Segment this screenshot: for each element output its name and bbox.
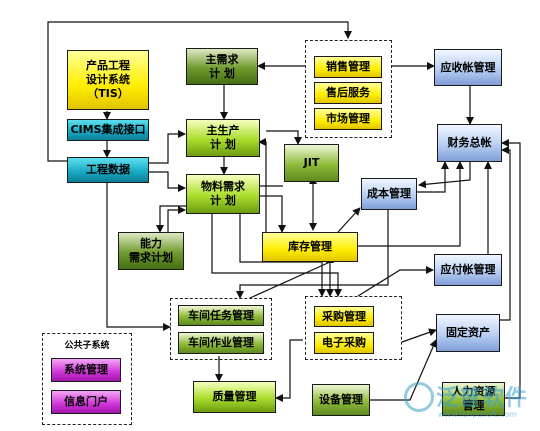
jit-node[interactable]: JIT: [284, 144, 339, 182]
master-demand-plan-node[interactable]: 主需求 计 划: [186, 48, 258, 85]
payable-node[interactable]: 应付帐管理: [434, 254, 502, 286]
market-node[interactable]: 市场管理: [314, 108, 382, 130]
workshop-task-node[interactable]: 车间任务管理: [178, 305, 264, 326]
equipment-node[interactable]: 设备管理: [312, 384, 370, 416]
watermark-logo: 泛普软件 www.fanpusoft.com: [404, 378, 534, 428]
cost-node[interactable]: 成本管理: [361, 178, 417, 210]
workshop-operation-node[interactable]: 车间作业管理: [178, 332, 264, 354]
quality-node[interactable]: 质量管理: [193, 381, 276, 413]
workshop-group: [170, 298, 272, 360]
fixed-assets-node[interactable]: 固定资产: [436, 314, 500, 352]
engineering-data-node[interactable]: 工程数据: [67, 157, 149, 183]
public-subsystem-title: 公共子系统: [64, 341, 110, 351]
purchase-group: [305, 296, 402, 360]
hr-node[interactable]: 人力资源 管理: [442, 382, 505, 416]
watermark-text: 泛普软件: [436, 386, 529, 411]
inventory-node[interactable]: 库存管理: [262, 232, 358, 262]
master-production-plan-node[interactable]: 主生产 计 划: [186, 119, 260, 157]
after-sales-node[interactable]: 售后服务: [314, 82, 382, 104]
logo-circle-icon: [404, 382, 434, 412]
watermark-url: www.fanpusoft.com: [438, 410, 517, 419]
product-design-node[interactable]: 产品工程 设计系统 （TIS）: [67, 50, 149, 110]
sales-node[interactable]: 销售管理: [314, 56, 382, 78]
e-purchase-node[interactable]: 电子采购: [314, 332, 374, 354]
sales-group: [305, 40, 392, 138]
public-subsystem-group: [42, 333, 132, 425]
cims-node[interactable]: CIMS集成接口: [67, 119, 149, 141]
general-ledger-node[interactable]: 财务总帐: [437, 124, 502, 162]
info-portal-node[interactable]: 信息门户: [51, 390, 121, 414]
material-requirements-plan-node[interactable]: 物料需求 计 划: [186, 174, 260, 214]
receivable-node[interactable]: 应收帐管理: [434, 49, 502, 86]
system-admin-node[interactable]: 系统管理: [51, 358, 121, 382]
purchase-node[interactable]: 采购管理: [314, 306, 374, 327]
capacity-plan-node[interactable]: 能力 需求计划: [118, 232, 184, 270]
